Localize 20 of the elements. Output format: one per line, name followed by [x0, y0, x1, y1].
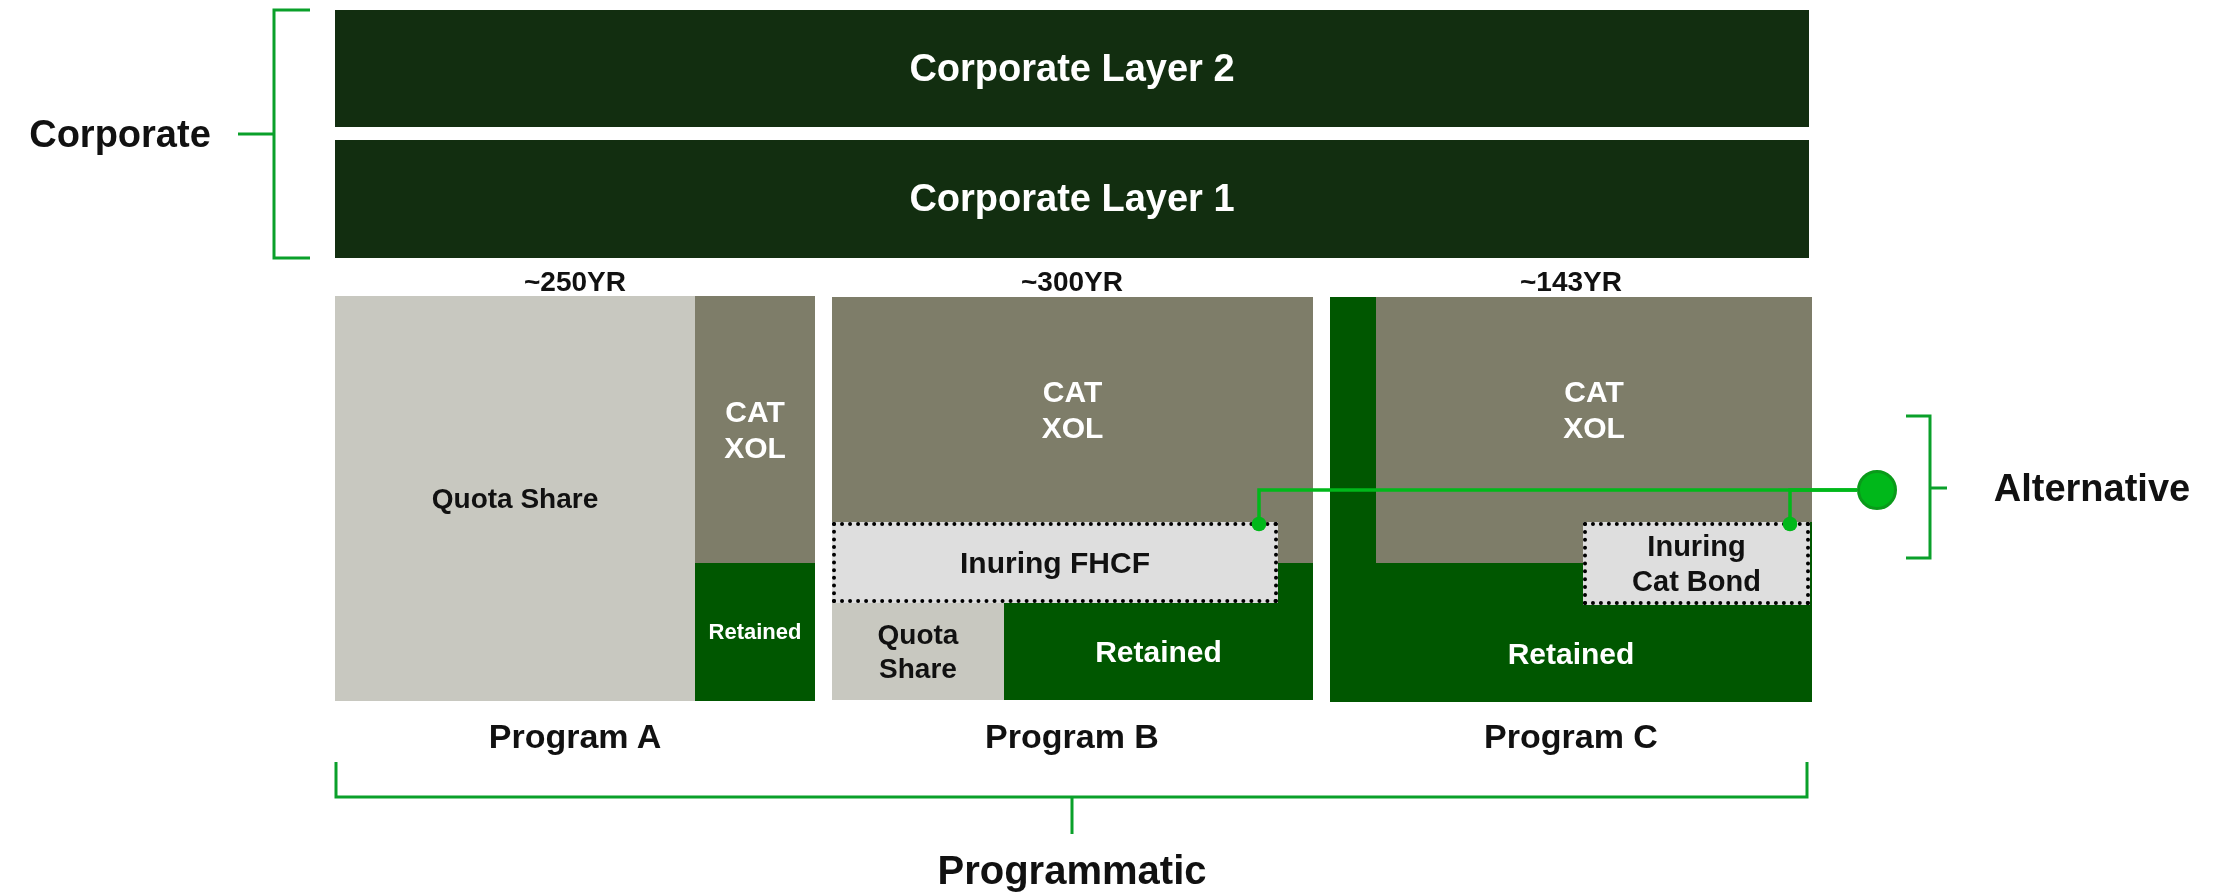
return-period-label: ~300YR	[1021, 266, 1123, 298]
corporate-layer-bar: Corporate Layer 2	[335, 10, 1809, 127]
inuring-layer-box: Inuring FHCF	[832, 522, 1278, 603]
group-label: Programmatic	[937, 847, 1207, 893]
inuring-layer-box: Inuring Cat Bond	[1583, 522, 1810, 605]
program-label: Program A	[488, 716, 662, 756]
cat-xol-block: CAT XOL	[695, 296, 815, 563]
return-period-label: ~250YR	[524, 266, 626, 298]
quota-share-block: Quota Share	[832, 603, 1004, 700]
group-label: Corporate	[29, 112, 211, 156]
connector-circle	[1857, 470, 1897, 510]
program-label: Program C	[1484, 716, 1658, 756]
group-label: Alternative	[1993, 466, 2191, 510]
retained-block: Retained	[695, 563, 815, 701]
quota-share-block: Quota Share	[335, 296, 695, 701]
program-label: Program B	[985, 716, 1159, 756]
corporate-layer-bar: Corporate Layer 1	[335, 140, 1809, 258]
connector-line	[1782, 488, 1857, 532]
return-period-label: ~143YR	[1520, 266, 1622, 298]
retained-block: Retained	[1004, 603, 1313, 700]
